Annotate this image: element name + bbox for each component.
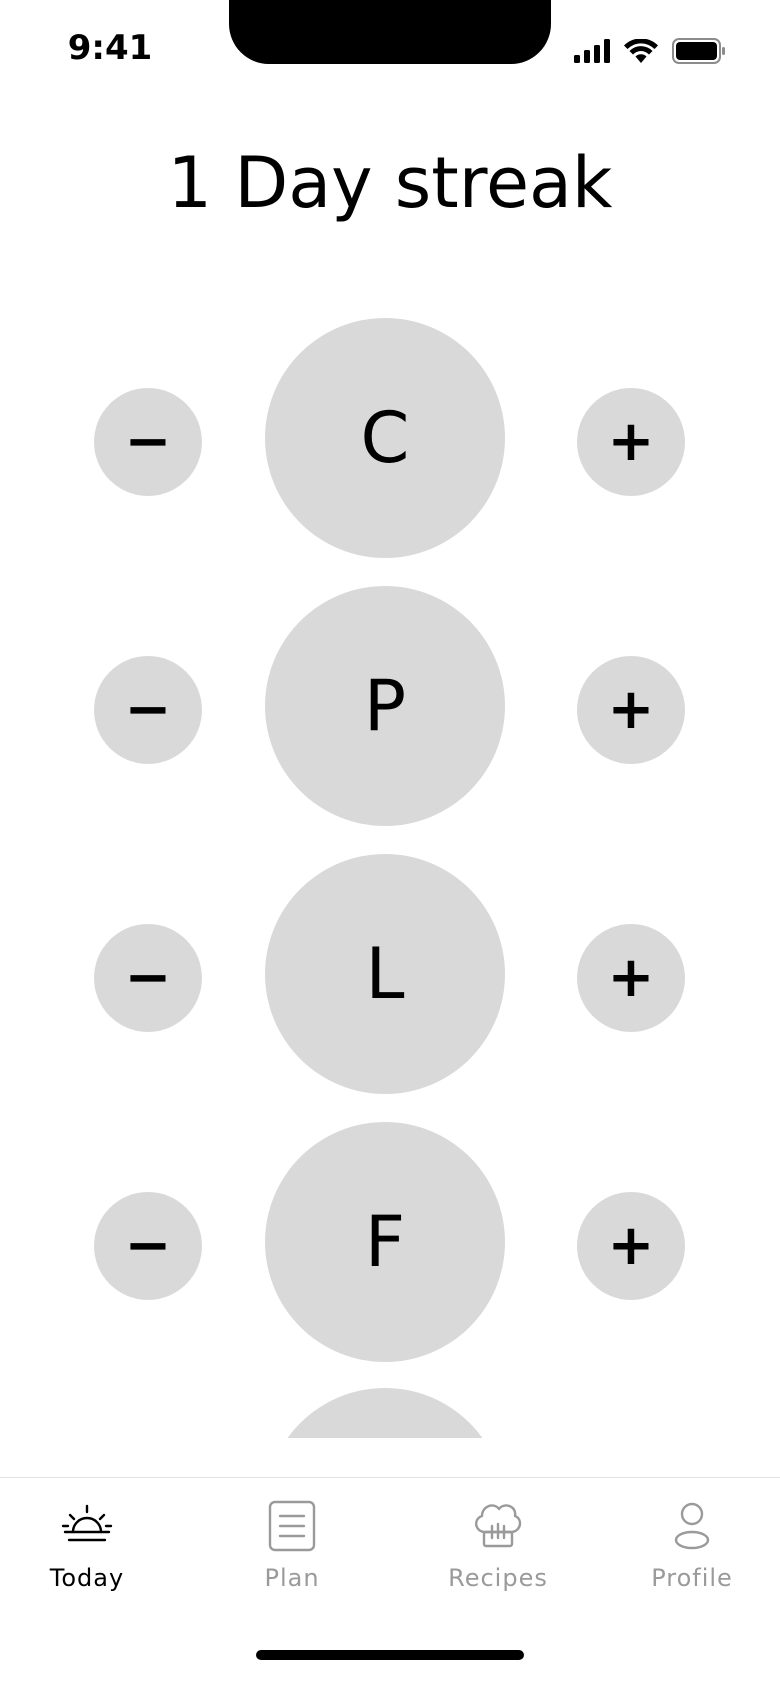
macro-row-p: − P + xyxy=(0,586,780,826)
signal-icon xyxy=(574,39,610,63)
minus-icon: − xyxy=(124,677,172,742)
tab-recipes[interactable]: Recipes xyxy=(418,1498,578,1608)
macro-row-f: − F + xyxy=(0,1122,780,1362)
streak-title: 1 Day streak xyxy=(167,142,613,224)
minus-icon: − xyxy=(124,409,172,474)
sunrise-icon xyxy=(61,1504,113,1542)
status-icons xyxy=(574,36,726,66)
decrement-c-button[interactable]: − xyxy=(94,388,202,496)
chef-hat-icon xyxy=(475,1504,522,1548)
plus-icon: + xyxy=(607,1213,655,1278)
macro-list: − C + − P + − L + − xyxy=(0,318,780,1438)
macro-row-c: − C + xyxy=(0,318,780,558)
increment-f-button[interactable]: + xyxy=(577,1192,685,1300)
macro-circle-c[interactable]: C xyxy=(265,318,505,558)
macro-letter: C xyxy=(360,397,410,479)
macro-circle-partial xyxy=(265,1388,505,1438)
macro-circle-f[interactable]: F xyxy=(265,1122,505,1362)
decrement-l-button[interactable]: − xyxy=(94,924,202,1032)
macro-circle-l[interactable]: L xyxy=(265,854,505,1094)
macro-letter: F xyxy=(364,1201,406,1283)
tab-bar: Today Plan Recipes xyxy=(0,1477,780,1689)
tab-label: Recipes xyxy=(448,1564,548,1592)
home-indicator[interactable] xyxy=(256,1650,524,1660)
macro-letter: P xyxy=(363,665,407,747)
user-icon xyxy=(674,1502,710,1550)
tab-today[interactable]: Today xyxy=(7,1498,167,1608)
status-bar: 9:41 xyxy=(0,0,780,100)
minus-icon: − xyxy=(124,1213,172,1278)
device-notch xyxy=(229,0,551,64)
plus-icon: + xyxy=(607,409,655,474)
macro-letter: L xyxy=(365,933,405,1015)
tab-label: Today xyxy=(49,1564,125,1592)
minus-icon: − xyxy=(124,945,172,1010)
macro-circle-p[interactable]: P xyxy=(265,586,505,826)
status-time: 9:41 xyxy=(67,28,153,68)
macro-row-l: − L + xyxy=(0,854,780,1094)
tab-profile[interactable]: Profile xyxy=(612,1498,772,1608)
plus-icon: + xyxy=(607,677,655,742)
increment-p-button[interactable]: + xyxy=(577,656,685,764)
decrement-f-button[interactable]: − xyxy=(94,1192,202,1300)
increment-c-button[interactable]: + xyxy=(577,388,685,496)
increment-l-button[interactable]: + xyxy=(577,924,685,1032)
wifi-icon xyxy=(624,39,658,63)
plus-icon: + xyxy=(607,945,655,1010)
document-icon xyxy=(268,1500,316,1552)
tab-label: Profile xyxy=(651,1564,733,1592)
decrement-p-button[interactable]: − xyxy=(94,656,202,764)
tab-label: Plan xyxy=(264,1564,320,1592)
battery-icon xyxy=(672,38,725,64)
tab-plan[interactable]: Plan xyxy=(212,1498,372,1608)
